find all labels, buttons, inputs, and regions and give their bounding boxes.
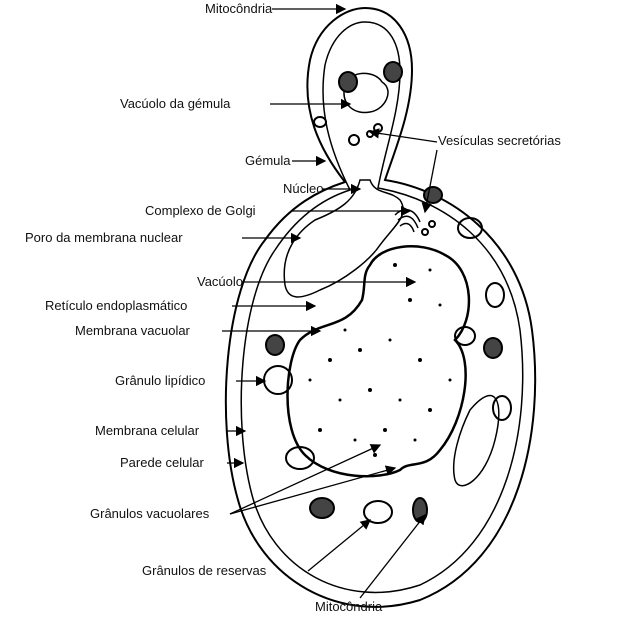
nucleus — [283, 179, 404, 298]
label-complexo-golgi: Complexo de Golgi — [145, 203, 256, 218]
label-parede-celular: Parede celular — [120, 455, 204, 470]
label-mitocondria-bottom: Mitocôndria — [315, 599, 383, 614]
label-vacuolo: Vacúolo — [197, 274, 244, 289]
label-granulos-reservas: Grânulos de reservas — [142, 563, 267, 578]
label-vesiculas-secretorias: Vesículas secretórias — [438, 133, 561, 148]
label-nucleo: Núcleo — [283, 181, 324, 196]
label-mitocondria-top: Mitocôndria — [205, 1, 273, 16]
label-vacuolo-gemula: Vacúolo da gémula — [120, 96, 231, 111]
cell-wall — [224, 6, 537, 608]
label-granulo-lipidico: Grânulo lipídico — [115, 373, 206, 388]
vacuolar-granules — [308, 263, 452, 457]
label-poro-membrana-nuclear: Poro da membrana nuclear — [25, 230, 183, 245]
vacuole — [286, 245, 471, 478]
label-membrana-vacuolar: Membrana vacuolar — [75, 323, 190, 338]
label-reticulo-endoplasmatico: Retículo endoplasmático — [45, 298, 188, 313]
label-gemula: Gémula — [245, 153, 291, 168]
label-membrana-celular: Membrana celular — [95, 423, 200, 438]
cell-membrane — [240, 21, 524, 594]
label-granulos-vacuolares: Grânulos vacuolares — [90, 506, 210, 521]
leader-arrows — [222, 3, 438, 599]
